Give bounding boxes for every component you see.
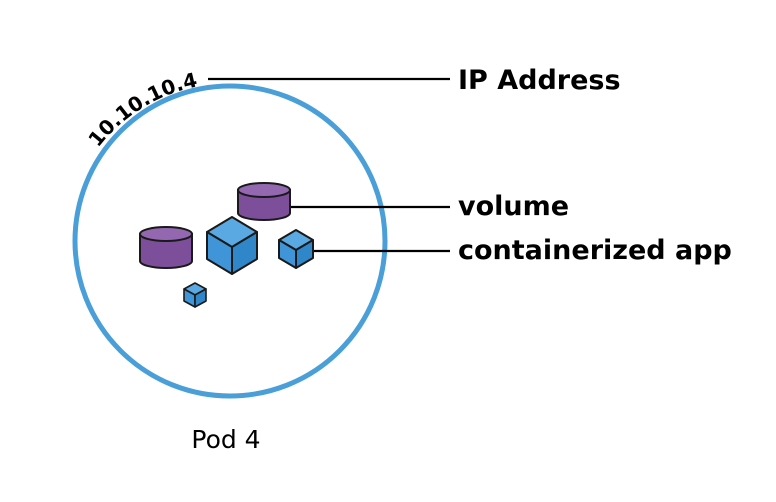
container-cube-icon: [278, 229, 314, 269]
container-cube-icon: [183, 282, 207, 308]
ip-address-label: IP Address: [458, 65, 621, 96]
volume-icon: [237, 182, 291, 221]
pod-name: Pod 4: [191, 425, 260, 454]
pod-ip-address: 10.10.10.4: [83, 68, 199, 151]
volume-icon: [139, 226, 193, 269]
container-cube-icon: [206, 216, 258, 275]
containerized-app-label: containerized app: [458, 235, 732, 266]
pod-ring: [72, 83, 388, 399]
volume-label: volume: [458, 191, 569, 222]
